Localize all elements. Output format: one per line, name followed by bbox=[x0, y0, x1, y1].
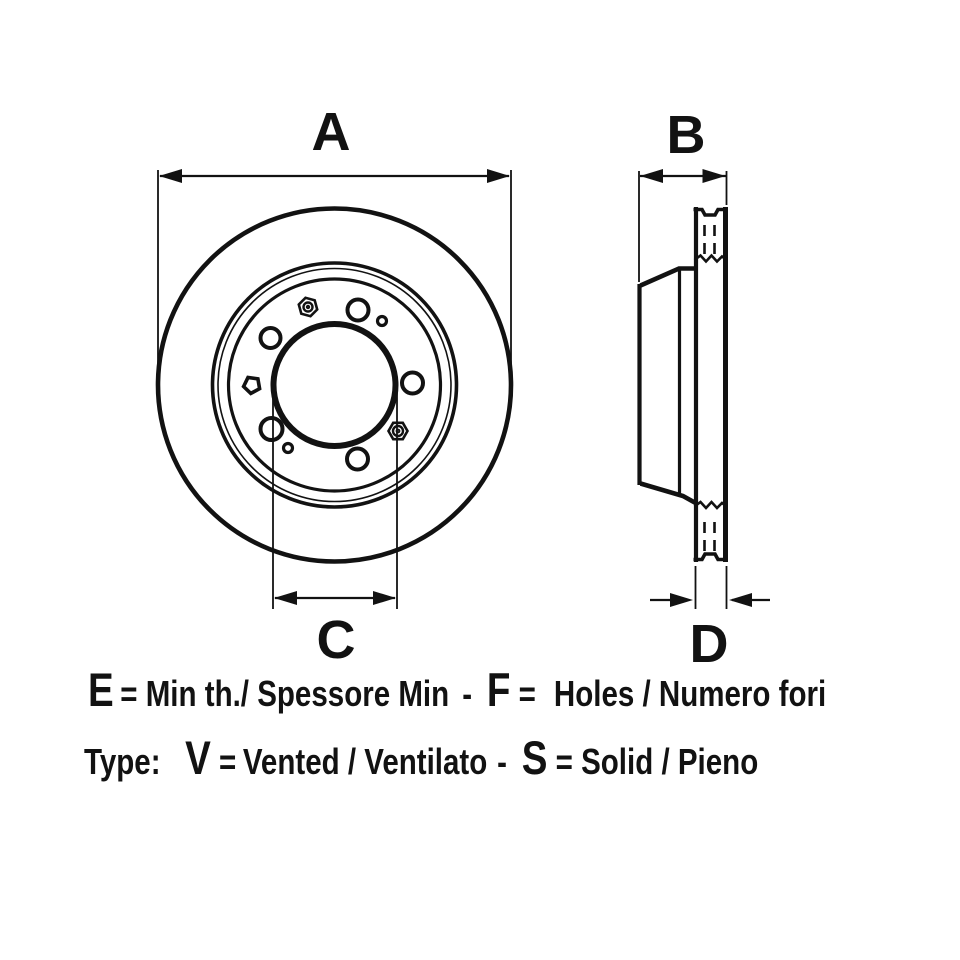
front-view bbox=[155, 206, 514, 564]
disc-outer-circle bbox=[155, 206, 514, 564]
lug-hole bbox=[345, 446, 370, 472]
ring-bottom-edge bbox=[693, 552, 728, 562]
hat-top-slope bbox=[639, 266, 697, 288]
legend-eq: = bbox=[219, 741, 237, 782]
arrowhead-inward-left bbox=[670, 593, 693, 607]
arrowhead-right bbox=[373, 591, 396, 605]
legend-eq: = bbox=[518, 673, 536, 714]
legend-key-s: S bbox=[521, 731, 548, 784]
break-line-bottom bbox=[693, 500, 728, 510]
dimension-label-a: A bbox=[312, 102, 351, 162]
ring-top-edge bbox=[693, 207, 728, 217]
dimension-label-b: B bbox=[667, 105, 706, 165]
legend-separator: - bbox=[497, 741, 507, 782]
center-bore-circle bbox=[270, 321, 399, 449]
side-view bbox=[637, 207, 728, 562]
arrowhead-right bbox=[487, 169, 510, 183]
lug-hole bbox=[345, 297, 371, 323]
legend-key-e: E bbox=[88, 663, 114, 716]
dimension-a: A bbox=[157, 102, 512, 384]
legend-line-dimensions: E = Min th./ Spessore Min - F = Holes / … bbox=[88, 666, 826, 713]
legend-text-v: Vented / Ventilato bbox=[242, 741, 488, 782]
arrowhead-left bbox=[274, 591, 297, 605]
legend-type-label: Type: bbox=[84, 741, 161, 782]
hat-bottom-slope bbox=[639, 481, 698, 506]
arrowhead-left bbox=[640, 169, 663, 183]
break-line-top bbox=[693, 253, 728, 264]
dimension-label-d: D bbox=[690, 614, 729, 674]
hex-screw bbox=[387, 421, 409, 441]
dimension-b: B bbox=[638, 105, 728, 282]
arrowhead-right bbox=[702, 169, 726, 183]
legend-eq: = bbox=[120, 673, 138, 714]
pentagon-hole bbox=[241, 375, 262, 396]
lug-hole bbox=[400, 370, 425, 396]
hub-ring-inner bbox=[226, 277, 443, 493]
legend-text-f: Holes / Numero fori bbox=[553, 673, 827, 714]
locating-hole bbox=[375, 314, 389, 328]
arrowhead-inward-right bbox=[729, 593, 752, 607]
arrowhead-left bbox=[159, 169, 182, 183]
legend-key-v: V bbox=[185, 731, 211, 784]
legend-key-f: F bbox=[486, 663, 511, 716]
legend-separator: - bbox=[462, 673, 473, 714]
lug-hole bbox=[258, 416, 285, 442]
hub-ring-outer-inner-line bbox=[217, 267, 452, 503]
lug-hole bbox=[258, 326, 283, 350]
hub-ring-outer bbox=[210, 261, 459, 509]
dimension-d: D bbox=[650, 566, 770, 674]
hex-screw bbox=[297, 296, 319, 318]
dimension-label-c: C bbox=[317, 610, 356, 670]
legend-text-e: Min th./ Spessore Min bbox=[145, 673, 450, 714]
locating-hole bbox=[281, 441, 295, 455]
legend-line-type: Type: V = Vented / Ventilato - S = Solid… bbox=[84, 734, 758, 781]
legend-text-s: Solid / Pieno bbox=[581, 741, 759, 782]
dimension-c: C bbox=[272, 388, 398, 670]
legend-eq: = bbox=[555, 741, 573, 782]
